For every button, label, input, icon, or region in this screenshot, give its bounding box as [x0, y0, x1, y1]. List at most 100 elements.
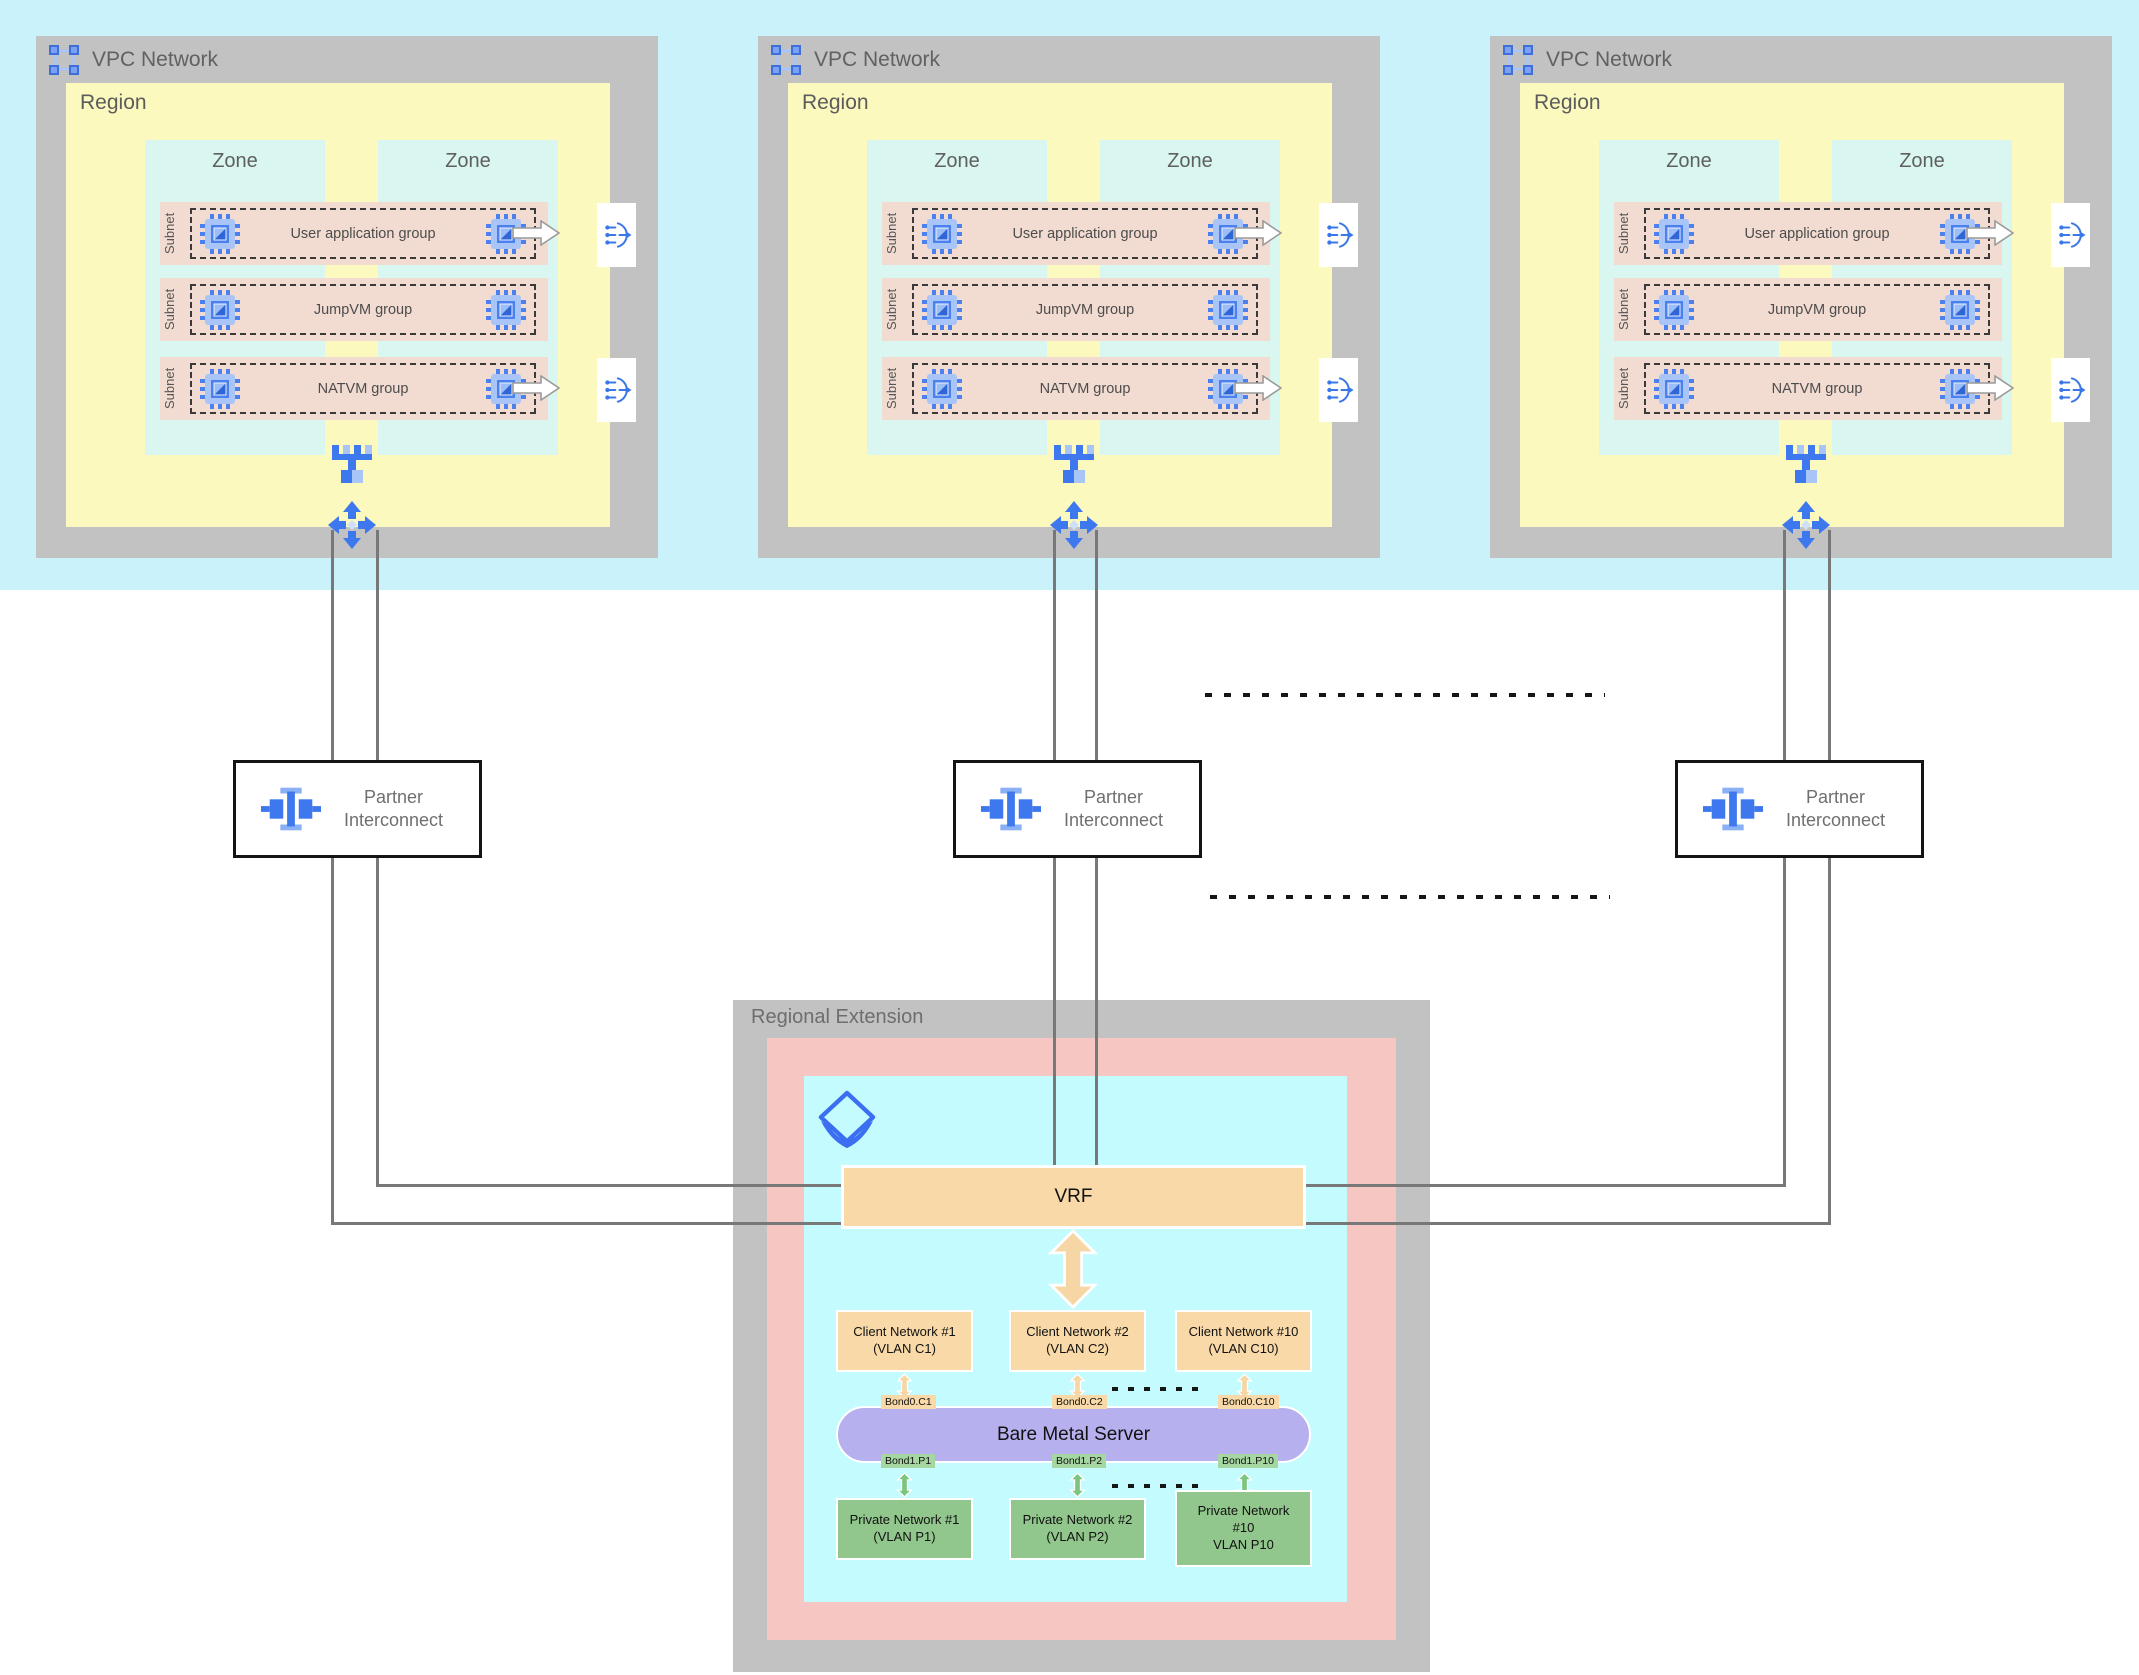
load-balancer-box [2051, 358, 2090, 422]
client-network-2-box: Client Network #2 (VLAN C2) [1009, 1310, 1146, 1372]
connector-line [1303, 1222, 1831, 1225]
interconnect-icon [260, 785, 322, 833]
client-network-1-box: Client Network #1 (VLAN C1) [836, 1310, 973, 1372]
vrf-box: VRF [841, 1165, 1306, 1229]
zone-label: Zone [1666, 150, 1712, 172]
vpc-icon [48, 44, 80, 76]
bond-label: Bond0.C1 [881, 1395, 936, 1409]
bond-label: Bond0.C2 [1052, 1395, 1107, 1409]
subnet-label: Subnet [1616, 212, 1631, 255]
subnet-row: Subnet User application group [1614, 202, 2002, 265]
interconnect-icon [980, 785, 1042, 833]
ellipsis-dots [1205, 693, 1605, 697]
connector-line [331, 856, 334, 1225]
vm-instance-icon [1940, 290, 1980, 330]
network-switch-icon [1052, 445, 1096, 485]
load-balancer-box [597, 203, 636, 267]
network-switch-icon [330, 445, 374, 485]
partner-interconnect-box-1: Partner Interconnect [233, 760, 482, 858]
vm-instance-icon [1654, 214, 1694, 254]
partner-interconnect-line1: Partner [1805, 786, 1866, 807]
arrow-to-load-balancer [1234, 375, 1282, 401]
partner-interconnect-line1: Partner [1083, 786, 1144, 807]
vm-instance-icon [1654, 290, 1694, 330]
instance-group-box: NATVM group [1644, 363, 1990, 414]
subnet-row: Subnet JumpVM group [1614, 278, 2002, 341]
ellipsis-dots-small [1112, 1387, 1204, 1391]
load-balancer-icon [602, 220, 632, 250]
region-label: Region [1534, 91, 1601, 114]
client-network-name: Client Network #10 [1188, 1324, 1299, 1340]
network-switch-icon [1784, 445, 1828, 485]
vpc-header: VPC Network [48, 44, 218, 76]
client-network-vlan: (VLAN C10) [1208, 1341, 1279, 1356]
subnet-label: Subnet [884, 367, 899, 410]
subnet-row: Subnet User application group [882, 202, 1270, 265]
vpc-network-block-2: VPC Network Region Zone Zone Subnet User… [758, 36, 1380, 558]
zone-label: Zone [445, 150, 491, 172]
load-balancer-box [1319, 358, 1358, 422]
vpc-header: VPC Network [1502, 44, 1672, 76]
connector-line [1053, 530, 1056, 762]
connector-line [1783, 856, 1786, 1187]
vm-instance-icon [1654, 369, 1694, 409]
client-network-vlan: (VLAN C1) [873, 1341, 936, 1356]
partner-interconnect-box-2: Partner Interconnect [953, 760, 1202, 858]
private-network-name: Private Network #1 [849, 1512, 960, 1528]
subnet-label: Subnet [884, 212, 899, 255]
partner-interconnect-line2: Interconnect [1063, 810, 1164, 830]
connector-line [331, 530, 334, 762]
private-network-2-box: Private Network #2 (VLAN P2) [1009, 1498, 1146, 1560]
partner-interconnect-box-3: Partner Interconnect [1675, 760, 1924, 858]
arrow-to-load-balancer [1234, 220, 1282, 246]
subnet-label: Subnet [162, 212, 177, 255]
load-balancer-icon [1324, 220, 1354, 250]
vpc-network-title: VPC Network [814, 48, 941, 71]
vpc-network-title: VPC Network [1546, 48, 1673, 71]
connector-line [1828, 856, 1831, 1225]
subnet-row: Subnet JumpVM group [160, 278, 548, 341]
load-balancer-box [597, 358, 636, 422]
subnet-row: Subnet NATVM group [882, 357, 1270, 420]
vm-instance-icon [200, 369, 240, 409]
load-balancer-box [2051, 203, 2090, 267]
arrow-to-load-balancer [1966, 220, 2014, 246]
subnet-row: Subnet JumpVM group [882, 278, 1270, 341]
private-bond-arrow [1069, 1472, 1086, 1498]
arrow-to-load-balancer [1966, 375, 2014, 401]
bare-metal-solution-icon [818, 1090, 876, 1154]
vm-instance-icon [486, 290, 526, 330]
instance-group-box: User application group [912, 208, 1258, 259]
group-label: JumpVM group [313, 301, 413, 318]
group-label: User application group [290, 225, 436, 242]
private-bond-arrow [896, 1472, 913, 1498]
vm-instance-icon [200, 290, 240, 330]
connector-line [376, 1184, 844, 1187]
subnet-row: Subnet User application group [160, 202, 548, 265]
vpc-header: VPC Network [770, 44, 940, 76]
private-network-vlan: (VLAN P2) [1046, 1529, 1109, 1544]
interconnect-icon [1702, 785, 1764, 833]
private-network-10-box: Private Network #10 VLAN P10 [1175, 1490, 1312, 1567]
partner-interconnect-line1: Partner [363, 786, 424, 807]
partner-interconnect-label: Partner Interconnect [1764, 786, 1907, 833]
client-network-name: Client Network #2 [1026, 1324, 1129, 1340]
vm-instance-icon [200, 214, 240, 254]
region-label: Region [802, 91, 869, 114]
instance-group-box: NATVM group [912, 363, 1258, 414]
load-balancer-icon [602, 375, 632, 405]
vm-instance-icon [922, 290, 962, 330]
group-label: JumpVM group [1035, 301, 1135, 318]
private-network-name: Private Network [1197, 1503, 1290, 1519]
ellipsis-dots [1210, 895, 1610, 899]
private-network-name: Private Network #2 [1022, 1512, 1133, 1528]
load-balancer-icon [2056, 220, 2086, 250]
region-label: Region [80, 91, 147, 114]
route-exchange-icon [1049, 500, 1099, 550]
instance-group-box: User application group [1644, 208, 1990, 259]
subnet-row: Subnet NATVM group [1614, 357, 2002, 420]
instance-group-box: NATVM group [190, 363, 536, 414]
connector-line [1095, 856, 1098, 1168]
group-label: NATVM group [1771, 380, 1863, 397]
